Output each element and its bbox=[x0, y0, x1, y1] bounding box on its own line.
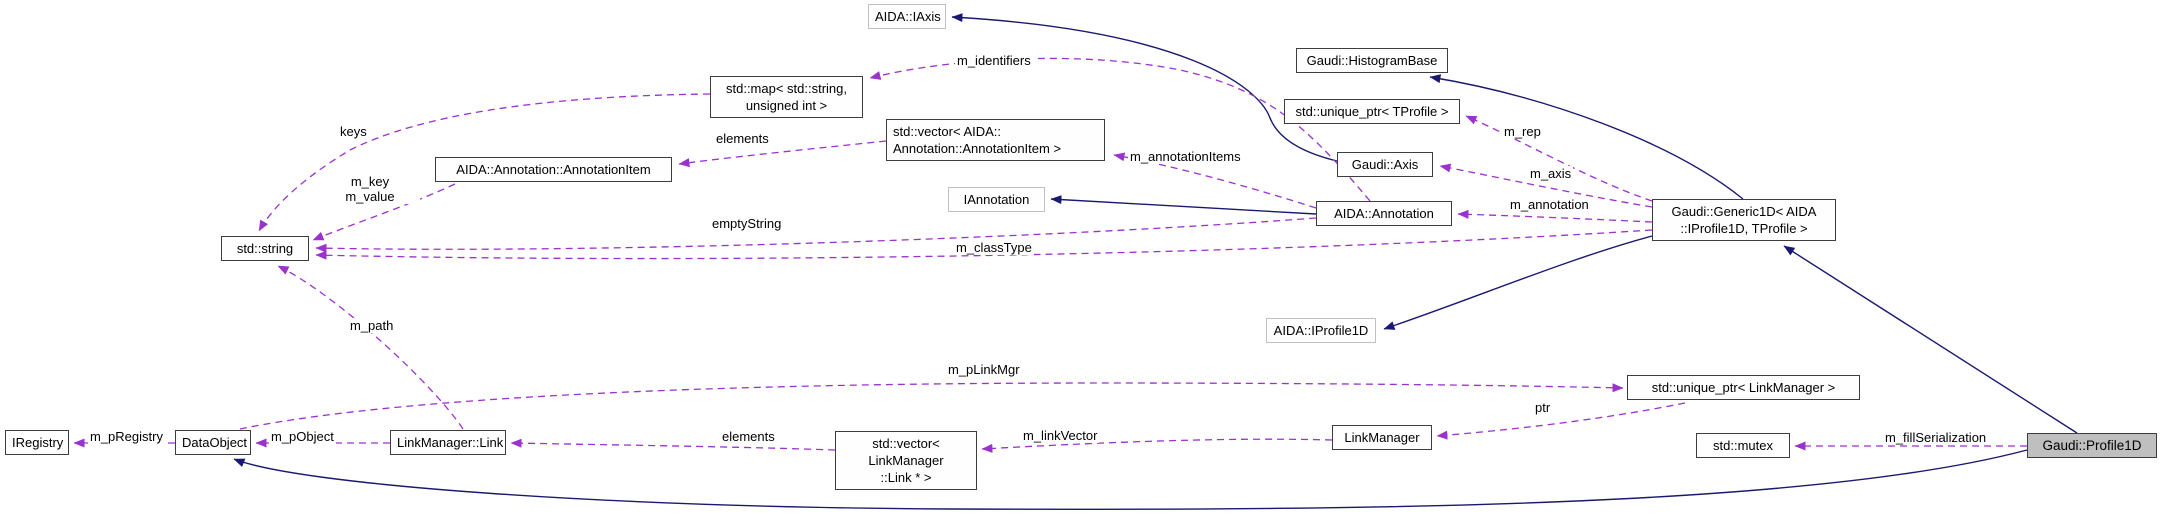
node-aida-iaxis: AIDA::IAxis bbox=[868, 4, 946, 29]
edge-annotation-emptystring-string bbox=[315, 217, 1317, 253]
edge-generic1d-annotation-annotation bbox=[1457, 209, 1653, 223]
edge-label-m-pobject: m_pObject bbox=[269, 429, 336, 444]
edge-label-ptr: ptr bbox=[1533, 400, 1553, 415]
edge-label-m-annotation: m_annotation bbox=[1508, 197, 1591, 212]
edge-label-elements-upper: elements bbox=[714, 131, 771, 146]
edge-generic1d-to-histogrambase bbox=[1429, 74, 1744, 200]
node-gaudi-axis[interactable]: Gaudi::Axis bbox=[1337, 152, 1433, 177]
node-iannotation: IAnnotation bbox=[948, 187, 1045, 212]
edge-label-m-identifiers: m_identifiers bbox=[955, 53, 1033, 68]
node-annotationitem[interactable]: AIDA::Annotation::AnnotationItem bbox=[435, 157, 672, 182]
edge-label-emptystring: emptyString bbox=[710, 216, 784, 231]
node-std-string[interactable]: std::string bbox=[221, 236, 309, 261]
node-std-unique-ptr-tprofile[interactable]: std::unique_ptr< TProfile > bbox=[1284, 99, 1460, 124]
edge-label-m-plinkmgr: m_pLinkMgr bbox=[946, 362, 1022, 377]
edge-label-m-rep: m_rep bbox=[1502, 124, 1543, 139]
edge-profile1d-to-generic1d bbox=[1783, 245, 2078, 434]
node-linkmanager[interactable]: LinkManager bbox=[1332, 425, 1432, 450]
edge-annotation-to-iannotation bbox=[1050, 195, 1317, 215]
edge-profile1d-to-dataobject bbox=[233, 449, 2028, 511]
edge-label-m-classtype: m_classType bbox=[954, 240, 1034, 255]
edge-label-m-annotationitems: m_annotationItems bbox=[1128, 149, 1243, 164]
node-gaudi-generic1d[interactable]: Gaudi::Generic1D< AIDA ::IProfile1D, TPr… bbox=[1652, 199, 1836, 241]
edge-uniquelinkmanager-ptr-linkmanager bbox=[1436, 402, 1686, 440]
edge-label-m-fillserialization: m_fillSerialization bbox=[1883, 430, 1989, 445]
edge-label-keys: keys bbox=[338, 124, 369, 139]
edge-dataobject-plinkmgr-uniquelinkmanager bbox=[239, 382, 1624, 430]
edge-vector-elements-annotationitem bbox=[678, 140, 887, 168]
node-gaudi-histogrambase[interactable]: Gaudi::HistogramBase bbox=[1296, 48, 1448, 73]
edge-label-elements-lower: elements bbox=[720, 429, 777, 444]
edge-label-m-linkvector: m_linkVector bbox=[1021, 428, 1100, 443]
node-dataobject[interactable]: DataObject bbox=[175, 430, 251, 455]
edge-label-m-key-m-value: m_key m_value bbox=[320, 174, 420, 204]
node-std-vector-link[interactable]: std::vector< LinkManager ::Link * > bbox=[835, 431, 977, 490]
edge-generic1d-rep-uniquetprofile bbox=[1465, 115, 1653, 202]
node-iregistry[interactable]: IRegistry bbox=[5, 430, 69, 455]
edge-generic1d-to-iprofile1d bbox=[1383, 235, 1653, 330]
node-std-map[interactable]: std::map< std::string, unsigned int > bbox=[710, 76, 863, 118]
edge-vectorlink-elements-link bbox=[510, 438, 836, 451]
edge-link-path-string bbox=[277, 265, 464, 430]
node-std-mutex[interactable]: std::mutex bbox=[1696, 433, 1790, 458]
node-linkmanager-link[interactable]: LinkManager::Link bbox=[390, 430, 506, 455]
node-aida-iprofile1d: AIDA::IProfile1D bbox=[1266, 318, 1376, 343]
edge-label-m-pregistry: m_pRegistry bbox=[88, 429, 165, 444]
edge-label-m-axis: m_axis bbox=[1528, 166, 1574, 181]
node-std-vector-annotationitem[interactable]: std::vector< AIDA:: Annotation::Annotati… bbox=[886, 119, 1105, 161]
edge-label-m-path: m_path bbox=[348, 318, 396, 333]
node-aida-annotation[interactable]: AIDA::Annotation bbox=[1316, 201, 1452, 226]
node-std-unique-ptr-linkmanager[interactable]: std::unique_ptr< LinkManager > bbox=[1627, 375, 1860, 400]
node-gaudi-profile1d: Gaudi::Profile1D bbox=[2027, 433, 2157, 458]
